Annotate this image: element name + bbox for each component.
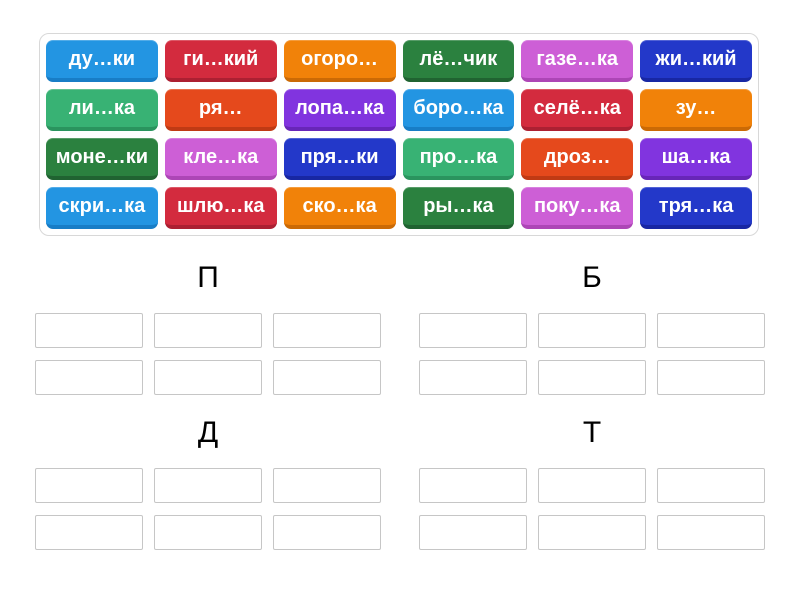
word-tile[interactable]: дроз…	[521, 138, 634, 180]
drop-slot[interactable]	[538, 313, 646, 348]
word-tile[interactable]: шлю…ка	[164, 187, 277, 229]
drop-slot[interactable]	[657, 360, 765, 395]
word-tile[interactable]: поку…ка	[521, 187, 634, 229]
word-tile[interactable]: пря…ки	[283, 138, 396, 180]
drop-slot[interactable]	[657, 515, 765, 550]
drop-slot[interactable]	[154, 515, 262, 550]
word-tile[interactable]: про…ка	[402, 138, 515, 180]
word-tile[interactable]: огоро…	[283, 40, 396, 82]
word-tile[interactable]: селё…ка	[521, 89, 634, 131]
drop-slot[interactable]	[154, 468, 262, 503]
drop-slot[interactable]	[273, 515, 381, 550]
category-group-p: П	[35, 258, 381, 395]
drop-slot[interactable]	[35, 515, 143, 550]
word-tile[interactable]: ря…	[164, 89, 277, 131]
word-tile[interactable]: ги…кий	[164, 40, 277, 82]
word-tile[interactable]: тря…ка	[640, 187, 752, 229]
word-tile[interactable]: ры…ка	[402, 187, 515, 229]
group-label: Б	[582, 261, 602, 294]
slot-grid	[35, 468, 381, 550]
word-tile[interactable]: скри…ка	[46, 187, 158, 229]
category-group-d: Д	[35, 413, 381, 550]
category-group-t: Т	[419, 413, 765, 550]
slot-grid	[35, 313, 381, 395]
word-tile[interactable]: ли…ка	[46, 89, 158, 131]
group-label: П	[197, 261, 219, 294]
word-tile[interactable]: зу…	[640, 89, 752, 131]
drop-slot[interactable]	[154, 360, 262, 395]
drop-slot[interactable]	[35, 360, 143, 395]
word-tile[interactable]: лё…чик	[402, 40, 515, 82]
slot-grid	[419, 313, 765, 395]
word-tile[interactable]: моне…ки	[46, 138, 158, 180]
drop-slot[interactable]	[419, 313, 527, 348]
group-label: Т	[582, 416, 602, 449]
drop-slot[interactable]	[538, 468, 646, 503]
word-tile-tray: ду…ки ги…кий огоро… лё…чик газе…ка жи…ки…	[39, 33, 759, 236]
word-tile[interactable]: жи…кий	[640, 40, 752, 82]
word-tile[interactable]: газе…ка	[521, 40, 634, 82]
drop-slot[interactable]	[657, 313, 765, 348]
word-tile[interactable]: ско…ка	[283, 187, 396, 229]
word-tile[interactable]: лопа…ка	[283, 89, 396, 131]
word-tile[interactable]: боро…ка	[402, 89, 515, 131]
drop-slot[interactable]	[657, 468, 765, 503]
category-group-b: Б	[419, 258, 765, 395]
drop-slot[interactable]	[538, 360, 646, 395]
drop-slot[interactable]	[154, 313, 262, 348]
word-tile[interactable]: ша…ка	[640, 138, 752, 180]
drop-slot[interactable]	[419, 468, 527, 503]
drop-slot[interactable]	[419, 360, 527, 395]
word-tile[interactable]: ду…ки	[46, 40, 158, 82]
drop-slot[interactable]	[35, 468, 143, 503]
word-tile[interactable]: кле…ка	[164, 138, 277, 180]
drop-slot[interactable]	[273, 360, 381, 395]
drop-slot[interactable]	[273, 313, 381, 348]
drop-slot[interactable]	[273, 468, 381, 503]
drop-slot[interactable]	[538, 515, 646, 550]
drop-slot[interactable]	[35, 313, 143, 348]
drop-slot[interactable]	[419, 515, 527, 550]
slot-grid	[419, 468, 765, 550]
group-label: Д	[197, 416, 219, 449]
